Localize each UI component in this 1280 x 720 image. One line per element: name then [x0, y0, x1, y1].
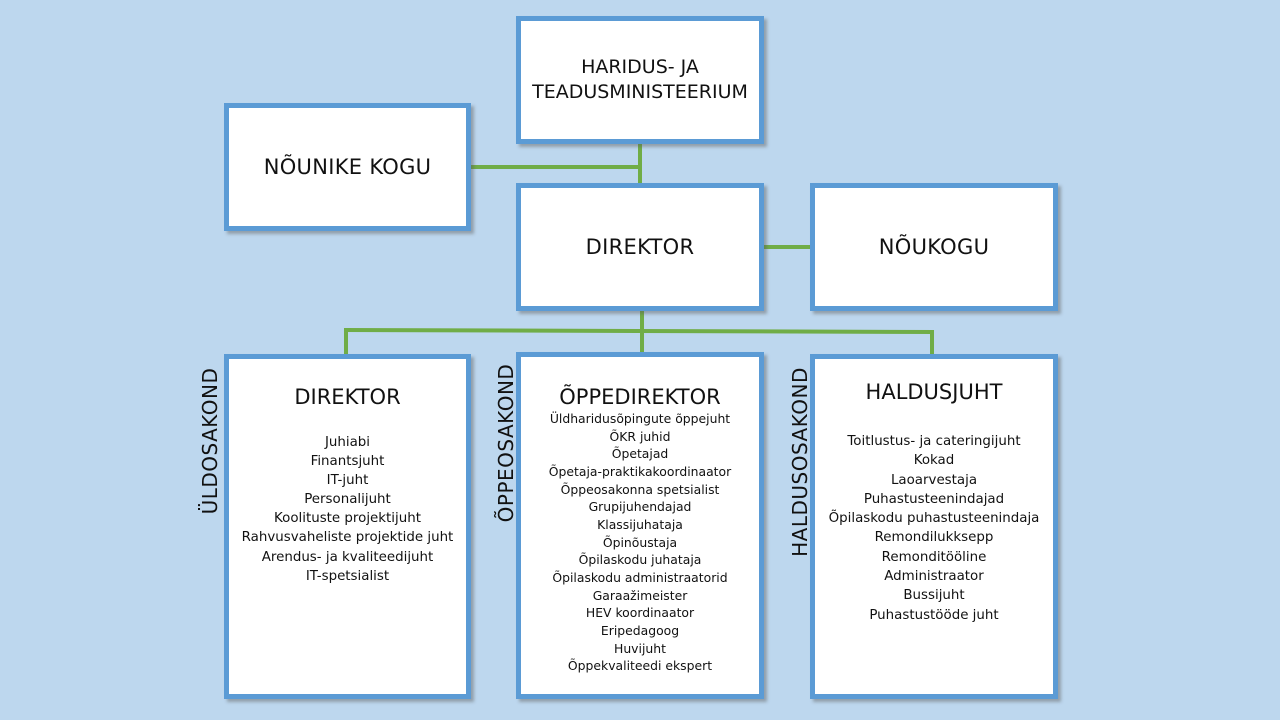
role-item: Õpilaskodu administraatorid [552, 569, 728, 585]
haldusosakond-label: HALDUSOSAKOND [788, 367, 812, 557]
role-item: Rahvusvaheliste projektide juht [241, 530, 454, 546]
role-item: Puhastustööde juht [869, 607, 999, 623]
ministry-title-line2: TEADUSMINISTEERIUM [532, 81, 748, 103]
role-item: Bussijuht [903, 588, 965, 604]
role-item: Puhastusteenindajad [863, 491, 1005, 507]
role-item: Koolituste projektijuht [274, 511, 421, 527]
noukogu-title: NÕUKOGU [878, 235, 990, 259]
noukogu-box: NÕUKOGU [810, 183, 1058, 311]
haldusosakond-head: HALDUSJUHT [865, 380, 1003, 404]
role-item: Grupijuhendajad [588, 499, 692, 515]
director-box: DIREKTOR [516, 183, 764, 311]
haldusosakond-role-list: Toitlustus- ja cateringijuht Kokad Laoar… [815, 432, 1053, 625]
role-item: Õpilaskodu juhataja [578, 552, 702, 568]
nounike-kogu-box: NÕUNIKE KOGU [224, 103, 471, 231]
role-item: Laoarvestaja [890, 472, 978, 488]
uldosakond-role-list: Juhiabi Finantsjuht IT-juht Personalijuh… [229, 433, 466, 586]
oppeosakond-role-list: Üldharidusõpingute õppejuht ÕKR juhid Õp… [521, 410, 759, 675]
oppeosakond-box: ÕPPEDIREKTOR Üldharidusõpingute õppejuht… [516, 352, 764, 699]
uldosakond-head: DIREKTOR [294, 385, 401, 409]
role-item: ÕKR juhid [609, 428, 671, 444]
ministry-title-line1: HARIDUS- JA [581, 56, 699, 78]
role-item: Juhiabi [324, 435, 371, 450]
haldusosakond-box: HALDUSJUHT Toitlustus- ja cateringijuht … [810, 354, 1058, 699]
role-item: Garaažimeister [592, 587, 688, 603]
uldosakond-box: DIREKTOR Juhiabi Finantsjuht IT-juht Per… [224, 354, 471, 699]
uldosakond-label: ÜLDOSAKOND [198, 367, 222, 515]
role-item: IT-spetsialist [305, 568, 390, 584]
role-item: Õpinõustaja [602, 534, 678, 550]
director-title: DIREKTOR [585, 235, 695, 259]
role-item: Remonditööline [881, 549, 987, 565]
role-item: Personalijuht [304, 492, 391, 508]
role-item: Arendus- ja kvaliteedijuht [261, 549, 434, 565]
role-item: Üldharidusõpingute õppejuht [549, 411, 731, 426]
role-item: Õppekvaliteedi ekspert [567, 658, 713, 674]
ministry-box: HARIDUS- JA TEADUSMINISTEERIUM [516, 16, 764, 144]
role-item: Remondilukksepp [874, 530, 994, 546]
oppeosakond-label: ÕPPEOSAKOND [494, 363, 518, 523]
role-item: Õpetajad [611, 446, 669, 462]
role-item: Kokad [913, 453, 955, 469]
role-item: HEV koordinaator [585, 605, 695, 621]
role-item: Administraator [884, 569, 984, 585]
role-item: Õpetaja-praktikakoordinaator [548, 463, 732, 479]
role-item: Õpilaskodu puhastusteenindaja [828, 511, 1040, 527]
role-item: Huvijuht [614, 640, 666, 656]
role-item: IT-juht [326, 473, 369, 489]
nounike-kogu-title: NÕUNIKE KOGU [263, 155, 432, 179]
role-item: Eripedagoog [600, 622, 680, 638]
role-item: Finantsjuht [310, 454, 385, 470]
role-item: Toitlustus- ja cateringijuht [847, 434, 1021, 449]
oppeosakond-head: ÕPPEDIREKTOR [559, 385, 721, 409]
role-item: Klassijuhataja [597, 516, 683, 532]
connector-horizontal-bus [343, 327, 935, 335]
role-item: Õppeosakonna spetsialist [560, 481, 720, 497]
